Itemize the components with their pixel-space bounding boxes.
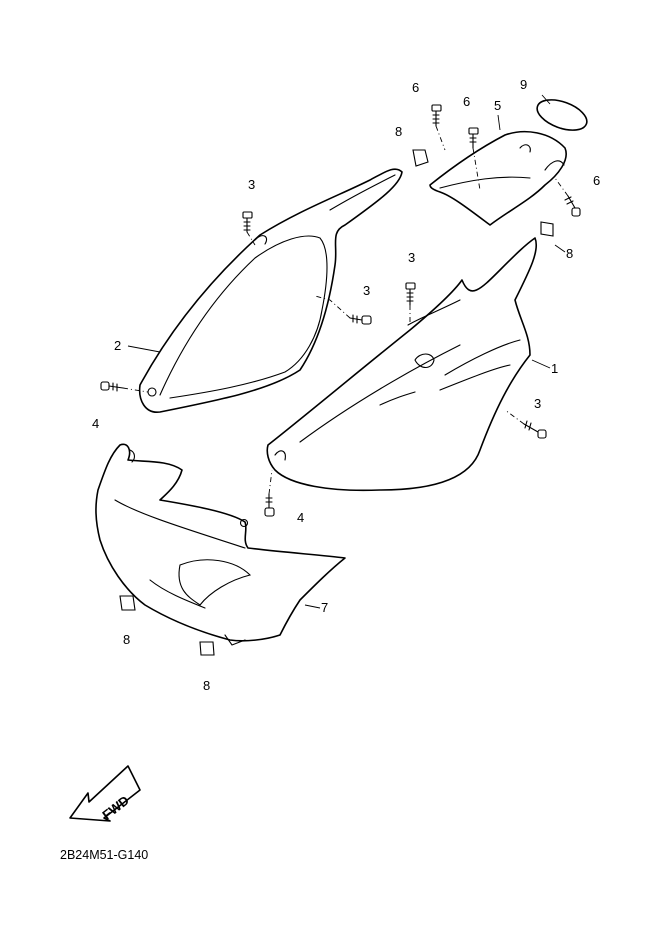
callout-6-a: 6 (412, 80, 419, 95)
screw-4-b[interactable] (264, 493, 275, 517)
clip-8-c[interactable] (119, 595, 136, 611)
callout-1: 1 (551, 361, 558, 376)
callout-6-c: 6 (593, 173, 600, 188)
callout-3-a: 3 (248, 177, 255, 192)
part-side-cover-right[interactable] (266, 237, 538, 492)
screw-6-b[interactable] (468, 127, 479, 149)
callout-2: 2 (114, 338, 121, 353)
callout-6-b: 6 (463, 94, 470, 109)
screw-3-a[interactable] (242, 211, 253, 233)
callout-3-c: 3 (408, 250, 415, 265)
diagram-code: 2B24M51-G140 (60, 848, 148, 862)
part-emblem[interactable] (533, 94, 591, 136)
screw-6-c[interactable] (564, 195, 581, 217)
clip-8-d[interactable] (199, 641, 215, 656)
clip-8-b[interactable] (540, 221, 554, 237)
fasteners (100, 104, 581, 656)
clip-8-a[interactable] (412, 149, 429, 167)
screw-3-d[interactable] (523, 420, 547, 439)
part-side-cover-left[interactable] (138, 168, 403, 413)
callout-8-c: 8 (123, 632, 130, 647)
screw-3-c[interactable] (405, 282, 416, 306)
callout-8-d: 8 (203, 678, 210, 693)
callout-9: 9 (520, 77, 527, 92)
part-lower-cover[interactable] (95, 443, 346, 646)
screw-4-a[interactable] (100, 381, 124, 392)
callout-4-b: 4 (297, 510, 304, 525)
callout-3-b: 3 (363, 283, 370, 298)
screw-6-a[interactable] (431, 104, 442, 127)
callout-3-d: 3 (534, 396, 541, 411)
part-rear-top-cover[interactable] (429, 130, 567, 226)
fwd-arrow-icon: FWD (69, 765, 141, 823)
leader-lines (127, 94, 566, 609)
assembly-lines (122, 125, 569, 495)
callout-5: 5 (494, 98, 501, 113)
callout-labels: 1 2 3 3 3 3 4 4 5 6 6 6 7 8 8 8 8 9 (92, 77, 600, 693)
screw-3-b[interactable] (349, 314, 372, 325)
callout-8-b: 8 (566, 246, 573, 261)
callout-8-a: 8 (395, 124, 402, 139)
callout-7: 7 (321, 600, 328, 615)
callout-4-a: 4 (92, 416, 99, 431)
